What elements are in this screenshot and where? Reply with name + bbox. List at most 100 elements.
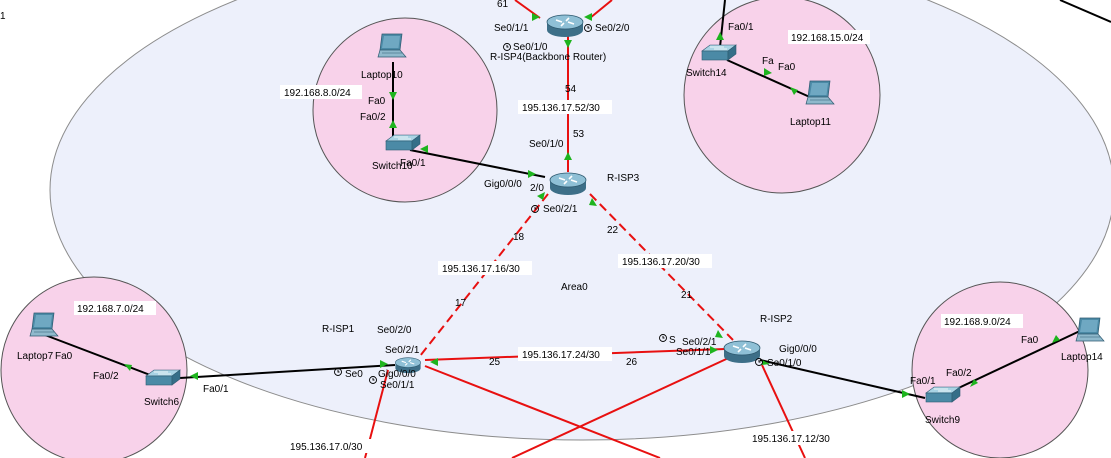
switch-switch10[interactable]	[385, 134, 421, 151]
label-background	[438, 261, 532, 275]
host-octet-label: 61	[497, 0, 509, 10]
subnet-label: 195.136.17.20/30	[622, 257, 700, 268]
ethernet-link	[44, 334, 159, 379]
link-up-marker	[124, 364, 132, 371]
link-up-marker	[389, 92, 397, 100]
serial-link	[511, 354, 736, 458]
link-up-marker	[764, 68, 772, 76]
interface-label: Se0/1/0	[529, 139, 564, 150]
clock-icon	[584, 24, 592, 32]
label-background	[788, 30, 870, 44]
laptop-name-label: Laptop11	[790, 117, 831, 128]
clock-icon	[503, 43, 511, 51]
router-risp2[interactable]	[723, 340, 761, 364]
subnet-label: 195.136.17.24/30	[522, 350, 600, 361]
interface-label: Fa0	[778, 62, 796, 73]
label-background	[748, 431, 842, 445]
switch-name-label: Switch9	[925, 415, 960, 426]
interface-label: Se0/1/1	[676, 347, 711, 358]
link-up-marker	[762, 360, 770, 365]
interface-label: Se0/2/1	[385, 345, 420, 356]
network-label: 192.168.8.0/24	[284, 88, 351, 99]
interface-label: 2/0	[530, 183, 544, 194]
ethernet-link	[726, 59, 813, 99]
interface-label: Fa0	[55, 351, 73, 362]
router-backbone[interactable]	[546, 14, 584, 38]
interface-label: Fa	[762, 56, 774, 67]
label-background	[518, 100, 612, 114]
router-risp3[interactable]	[549, 172, 587, 196]
link-up-marker	[564, 40, 572, 48]
interface-label: Gig0/0/0	[484, 179, 522, 190]
router-name-label: R-ISP2	[760, 314, 793, 325]
host-octet-label: 25	[489, 357, 501, 368]
interface-label: Fa0/1	[728, 22, 754, 33]
switch-switch14[interactable]	[701, 44, 737, 61]
link-up-marker	[528, 170, 536, 178]
clock-icon	[755, 358, 763, 366]
label-background	[518, 347, 612, 361]
interface-label: Fa0/2	[946, 368, 972, 379]
label-background	[74, 301, 156, 315]
ethernet-link	[1059, 0, 1111, 23]
subnet-label: 195.136.17.12/30	[752, 434, 830, 445]
laptop-name-label: Laptop10	[361, 70, 403, 81]
host-octet-label: 21	[681, 290, 693, 301]
link-up-marker	[589, 198, 597, 206]
ethernet-link	[179, 364, 396, 379]
link-up-marker	[389, 120, 397, 128]
ethernet-link	[409, 149, 546, 178]
router-name-label: R-ISP4(Backbone Router)	[490, 52, 606, 63]
host-octet-label: 54	[565, 84, 577, 95]
interface-label: Se0/2/1	[682, 337, 717, 348]
link-up-marker	[564, 152, 572, 160]
switch-switch6[interactable]	[145, 369, 181, 386]
link-up-marker	[970, 379, 978, 387]
interface-label: Se0/1/1	[494, 23, 529, 34]
switch-switch9[interactable]	[925, 386, 961, 403]
host-octet-label: 53	[573, 129, 585, 140]
interface-label: Se0/1/0	[513, 42, 548, 53]
label-background	[286, 439, 380, 453]
subnet-label: 195.136.17.16/30	[442, 264, 520, 275]
link-up-marker	[532, 13, 540, 21]
label-background	[618, 254, 712, 268]
subnet-label: 195.136.17.52/30	[522, 103, 600, 114]
label-background	[941, 314, 1023, 328]
laptop-laptop14[interactable]	[1075, 317, 1105, 342]
host-octet-label: 26	[626, 357, 638, 368]
link-up-marker	[190, 372, 198, 380]
host-octet-label: 22	[607, 225, 619, 236]
laptop-name-label: Laptop7	[17, 351, 54, 362]
interface-label: Fa0/2	[360, 112, 386, 123]
host-octet-label: 18	[513, 232, 525, 243]
serial-link	[424, 365, 661, 458]
network-label: 192.168.7.0/24	[77, 304, 144, 315]
clock-icon	[334, 368, 342, 376]
clock-icon	[531, 205, 539, 213]
interface-label: Se0/2/0	[595, 23, 630, 34]
subnet-label: 195.136.17.0/30	[290, 442, 363, 453]
interface-label: Gig0/0/0	[378, 369, 416, 380]
switch-name-label: Switch6	[144, 397, 179, 408]
label-background	[280, 85, 362, 99]
interface-label: Se0/1/0	[767, 358, 802, 369]
link-up-marker	[1052, 335, 1060, 343]
interface-label: Se0/2/1	[543, 204, 578, 215]
link-up-marker	[420, 145, 428, 153]
clock-icon	[659, 334, 667, 342]
link-status-markers	[124, 13, 1060, 398]
link-up-marker	[790, 87, 798, 95]
clock-icon	[369, 376, 377, 384]
interface-label: Fa0	[368, 96, 386, 107]
link-up-marker	[584, 13, 592, 21]
router-name-label: R-ISP3	[607, 173, 640, 184]
link-up-marker	[902, 390, 910, 398]
interface-label: Fa0/1	[910, 376, 936, 387]
switch-name-label: Switch14	[686, 68, 727, 79]
host-octet-label: 17	[455, 298, 467, 309]
link-up-marker	[430, 358, 438, 366]
network-label: 192.168.15.0/24	[791, 33, 864, 44]
